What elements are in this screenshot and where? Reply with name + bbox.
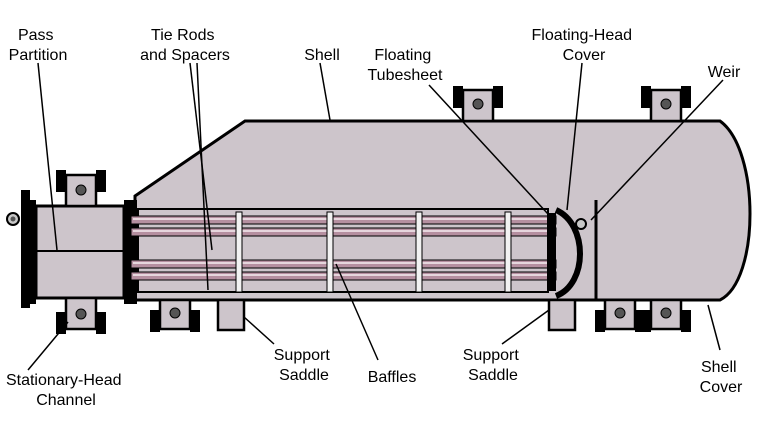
shell-bottom-nozzle-mid (595, 298, 645, 332)
shell-bottom-nozzle-right (641, 298, 691, 332)
label-support-saddle-right: Support Saddle (463, 347, 524, 384)
floating-tubesheet (547, 213, 556, 291)
channel-top-nozzle (56, 170, 106, 208)
leader-lines (27, 62, 724, 371)
stationary-tubesheet (130, 200, 137, 304)
label-pass-partition: Pass Partition (9, 27, 68, 64)
label-shell-cover: Shell Cover (700, 359, 743, 396)
label-weir: Weir (708, 64, 741, 81)
channel-bottom-nozzle (56, 296, 106, 334)
shell-top-nozzle-right (641, 86, 691, 123)
support-saddle-left-block (216, 298, 246, 332)
label-baffles: Baffles (368, 369, 417, 386)
baffle-4 (504, 211, 512, 293)
channel-flange-left (30, 200, 36, 304)
support-saddle-right-block (547, 298, 577, 332)
label-support-saddle-left: Support Saddle (274, 347, 335, 384)
tube-group (130, 215, 557, 281)
label-floating-head-cover: Floating-Head Cover (532, 27, 637, 64)
channel-cover-plate (21, 190, 30, 308)
baffle-1 (235, 211, 243, 293)
floating-head-cover (554, 207, 583, 299)
baffle-group (235, 211, 512, 293)
label-stationary-head-channel: Stationary-Head Channel (6, 372, 126, 409)
label-shell: Shell (304, 47, 340, 64)
baffle-2 (326, 211, 334, 293)
shell-bottom-nozzle-left (150, 298, 200, 332)
channel-lifting-ring-hole (10, 216, 16, 222)
floating-head-ring (575, 218, 587, 230)
channel-flange-right (124, 200, 130, 304)
baffle-3 (415, 211, 423, 293)
label-floating-tubesheet: Floating Tubesheet (367, 47, 443, 84)
shell-top-nozzle-left (453, 86, 503, 123)
label-tie-rods-and-spacers: Tie Rods and Spacers (140, 27, 230, 64)
